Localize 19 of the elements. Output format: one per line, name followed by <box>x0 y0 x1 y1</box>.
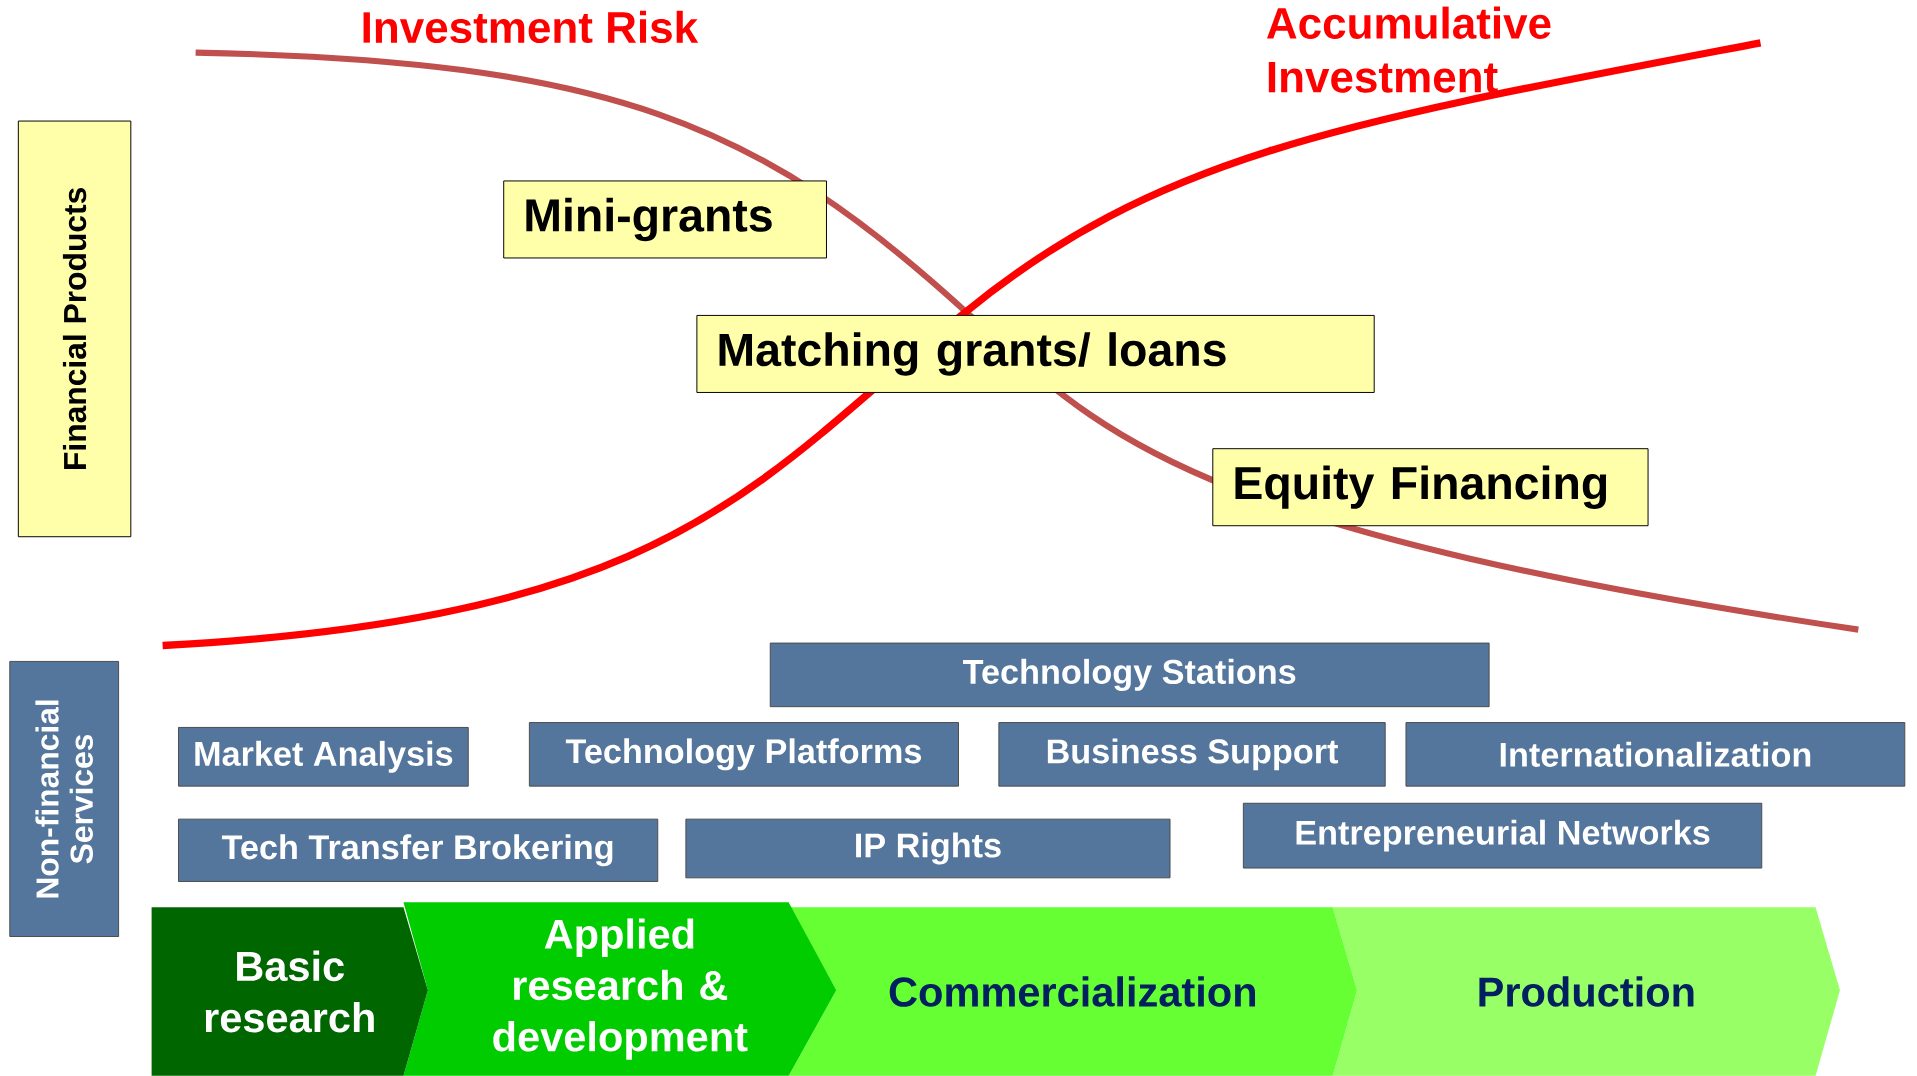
curve-label: Investment Risk <box>363 10 699 44</box>
service-box: Technology Stations <box>769 642 1490 708</box>
service-box: Business Support <box>998 722 1386 787</box>
stage-band: Basic research <box>151 907 428 1076</box>
service-box: Technology Platforms <box>528 722 959 787</box>
service-box: Internationalization <box>1405 722 1906 787</box>
stage-band: Applied research & development <box>403 902 837 1076</box>
service-box: Entrepreneurial Networks <box>1242 802 1763 869</box>
service-box: Market Analysis <box>178 727 469 787</box>
stage-band: Production <box>1332 907 1840 1076</box>
curve-label: Accumulative Investment <box>1267 6 1551 93</box>
service-box: IP Rights <box>685 818 1171 879</box>
product-box: Matching grants/ loans <box>696 315 1375 393</box>
category-box: Non-financial Services <box>9 661 120 938</box>
product-box: Equity Financing <box>1212 448 1649 527</box>
product-box: Mini-grants <box>503 180 827 259</box>
stage-band: Commercialization <box>788 907 1358 1076</box>
category-box: Financial Products <box>17 120 132 538</box>
service-box: Tech Transfer Brokering <box>178 818 659 883</box>
